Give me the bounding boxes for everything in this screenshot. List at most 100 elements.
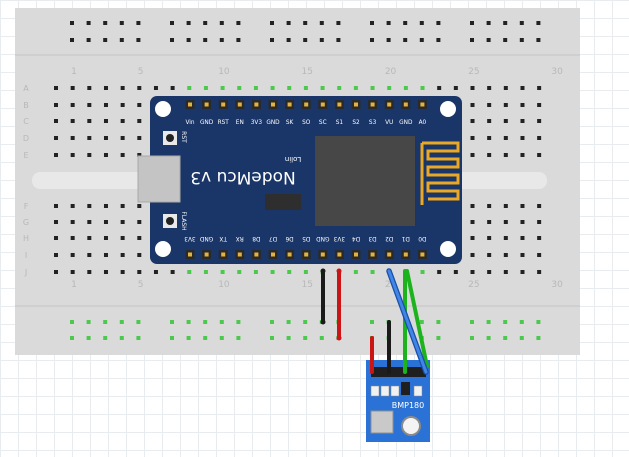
rail-hole <box>219 21 224 25</box>
hole-connected <box>420 86 425 90</box>
esp8266-shield <box>315 136 415 226</box>
hole <box>520 119 525 123</box>
rail-hole-connected <box>236 336 241 340</box>
bmp180-header <box>371 367 426 377</box>
flash-label: FLASH <box>180 211 187 230</box>
bottom-pin-label: 3V3 <box>333 235 345 241</box>
hole-connected <box>337 86 342 90</box>
hole <box>437 86 442 90</box>
hole <box>537 136 542 140</box>
hole <box>487 86 492 90</box>
rail-hole <box>519 38 524 42</box>
hole-connected <box>203 86 208 90</box>
hole <box>120 270 125 274</box>
rst-button-cap <box>166 134 174 142</box>
hole <box>87 153 92 157</box>
sda-wire-d2 <box>387 269 428 374</box>
rail-hole-connected <box>286 320 291 324</box>
hole <box>54 236 58 240</box>
rail-hole <box>86 21 91 25</box>
hole <box>487 136 492 140</box>
column-number: 10 <box>218 280 230 290</box>
column-number: 5 <box>138 67 144 77</box>
rail-hole-connected <box>270 320 274 324</box>
hole <box>137 153 142 157</box>
hole <box>103 86 108 90</box>
rail-hole-connected <box>119 336 124 340</box>
hole <box>470 119 475 123</box>
bmp180-resistor-2 <box>380 385 390 397</box>
column-number: 15 <box>302 67 313 77</box>
top-pin-label: 3V3 <box>251 120 263 126</box>
hole <box>487 119 492 123</box>
top-pin-label: SO <box>302 120 311 126</box>
rail-hole-connected <box>303 336 308 340</box>
hole <box>520 220 525 224</box>
rail-hole-connected <box>136 320 141 324</box>
header-pin-contact <box>337 102 342 107</box>
header-pin-contact <box>320 102 325 107</box>
hole <box>103 236 108 240</box>
rail-hole <box>319 38 324 42</box>
hole <box>54 103 58 107</box>
rail-hole <box>436 38 441 42</box>
hole <box>137 253 142 257</box>
rail-hole <box>136 21 141 25</box>
hole <box>120 103 125 107</box>
rail-hole <box>119 38 124 42</box>
bottom-pin-label: GND <box>199 235 213 241</box>
header-pin-contact <box>354 252 358 257</box>
rail-hole <box>119 21 124 25</box>
hole <box>87 136 92 140</box>
rail-hole-connected <box>486 336 491 340</box>
rail-hole-connected <box>519 320 524 324</box>
rail-hole <box>86 38 91 42</box>
hole <box>103 136 108 140</box>
header-pin-contact <box>370 102 375 107</box>
header-pin-contact <box>204 252 209 257</box>
rail-hole-connected <box>119 320 124 324</box>
rail-hole <box>386 38 391 42</box>
top-pin-label: GND <box>266 120 280 126</box>
hole <box>70 119 75 123</box>
top-pin-label: S2 <box>352 120 360 126</box>
rail-hole <box>403 38 408 42</box>
hole <box>537 119 542 123</box>
hole <box>103 270 108 274</box>
hole <box>70 220 75 224</box>
bottom-pin-label: D5 <box>302 235 310 241</box>
row-label: E <box>23 151 28 160</box>
bottom-pin-label: D1 <box>401 235 409 241</box>
hole <box>537 220 542 224</box>
rail-hole-connected <box>303 320 308 324</box>
column-number: 1 <box>71 280 77 290</box>
rst-label: RST <box>180 131 187 143</box>
rail-hole-connected <box>503 320 508 324</box>
hole <box>487 220 492 224</box>
hole-connected <box>353 270 358 274</box>
rail-hole <box>486 21 491 25</box>
top-pin-label: VU <box>385 120 393 126</box>
rail-hole-connected <box>103 336 108 340</box>
hole <box>103 119 108 123</box>
header-pin-contact <box>271 252 275 257</box>
bottom-pin-label: D4 <box>352 235 360 241</box>
rail-hole-connected <box>486 320 491 324</box>
row-label: H <box>23 234 29 243</box>
hole-connected <box>370 86 375 90</box>
header-pin-contact <box>254 252 259 257</box>
rail-hole <box>70 38 74 42</box>
rail-hole <box>536 21 541 25</box>
top-pin-label: S3 <box>369 120 377 126</box>
header-pin-contact <box>337 252 342 257</box>
hole-connected <box>187 270 192 274</box>
header-pin-contact <box>387 252 392 257</box>
hole <box>487 204 492 208</box>
rail-hole <box>336 21 341 25</box>
rail-hole <box>336 38 341 42</box>
header-pin-contact <box>420 252 425 257</box>
bmp180-resistor-3 <box>390 385 400 397</box>
top-pin-label: SK <box>286 120 294 126</box>
hole-connected <box>220 270 225 274</box>
